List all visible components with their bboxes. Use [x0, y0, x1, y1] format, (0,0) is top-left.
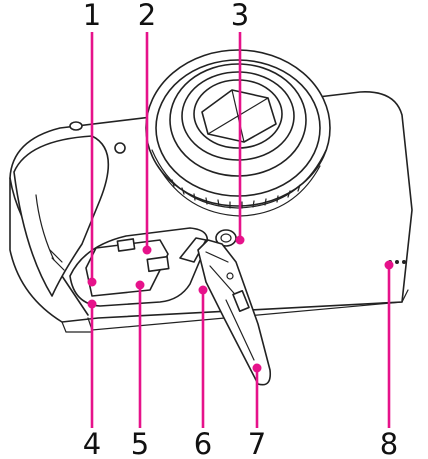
memory-card-slot [179, 237, 207, 263]
callout-number-3: 3 [231, 0, 249, 32]
callout-dot-2 [142, 245, 152, 255]
callout-dot-8 [384, 260, 394, 270]
callout-dot-7 [252, 363, 262, 373]
battery-cover [197, 239, 272, 386]
callout-numbers: 1 2 3 4 5 6 7 8 [83, 0, 398, 459]
callout-dot-5 [135, 280, 145, 290]
callout-dot-1 [87, 277, 97, 287]
callout-dot-4 [87, 299, 97, 309]
callout-number-8: 8 [380, 427, 398, 459]
callout-dot-6 [198, 285, 208, 295]
callout-lines [87, 32, 394, 428]
callout-number-4: 4 [83, 427, 101, 459]
callout-number-6: 6 [194, 427, 212, 459]
callout-number-5: 5 [131, 427, 149, 459]
callout-number-7: 7 [248, 427, 266, 459]
lens-barrel [145, 49, 331, 217]
callout-number-2: 2 [138, 0, 156, 32]
callout-dot-3 [235, 235, 245, 245]
callout-number-1: 1 [83, 0, 101, 32]
